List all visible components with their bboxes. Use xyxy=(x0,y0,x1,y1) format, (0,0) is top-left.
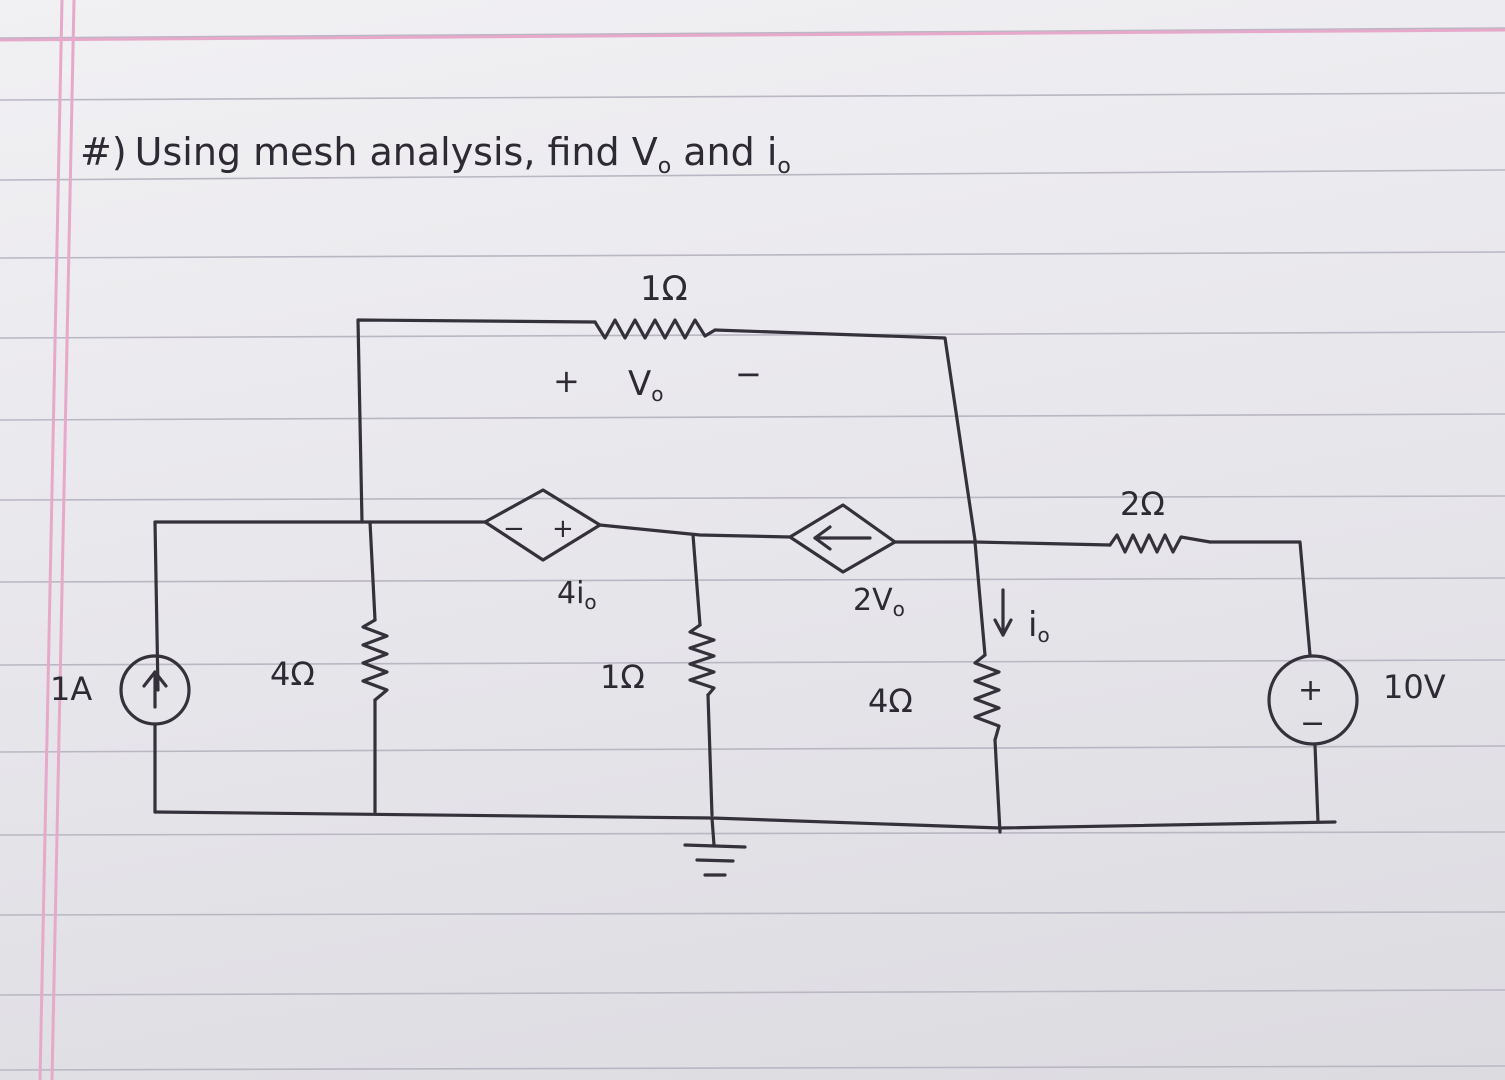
vo-label: Vo xyxy=(628,364,664,406)
dep-voltage-label: 4io xyxy=(557,576,597,614)
voltage-source-10v: + − xyxy=(1267,654,1359,746)
svg-text:−: − xyxy=(503,514,525,544)
current-source-label: 1A xyxy=(50,670,92,708)
svg-text:+: + xyxy=(1298,673,1323,708)
wires xyxy=(153,318,1337,877)
dependent-current-source xyxy=(788,503,897,574)
resistor-top-label: 1Ω xyxy=(640,269,688,309)
resistor-left-symbol xyxy=(361,618,389,702)
ruled-lines xyxy=(0,27,1505,1071)
io-label: io xyxy=(1028,605,1050,647)
resistor-left-label: 4Ω xyxy=(270,655,315,693)
vo-plus: + xyxy=(553,362,580,400)
voltage-source-label: 10V xyxy=(1383,668,1446,706)
dep-current-label: 2Vo xyxy=(853,583,905,621)
resistor-2ohm-symbol xyxy=(1108,533,1212,554)
resistor-2ohm-label: 2Ω xyxy=(1120,485,1165,523)
io-arrow xyxy=(993,588,1013,637)
resistor-mid-label: 1Ω xyxy=(600,658,645,696)
current-source-1a xyxy=(119,654,191,726)
svg-text:+: + xyxy=(552,514,574,544)
problem-title: #)Using mesh analysis, find Vo and io xyxy=(80,130,791,179)
vo-minus: − xyxy=(735,355,762,393)
resistor-top-symbol xyxy=(593,318,717,340)
dependent-voltage-source: − + xyxy=(483,488,602,562)
resistor-right-label: 4Ω xyxy=(868,682,913,720)
resistor-right-symbol xyxy=(973,653,1001,742)
svg-text:−: − xyxy=(1300,706,1325,741)
resistor-mid-symbol xyxy=(688,623,716,697)
